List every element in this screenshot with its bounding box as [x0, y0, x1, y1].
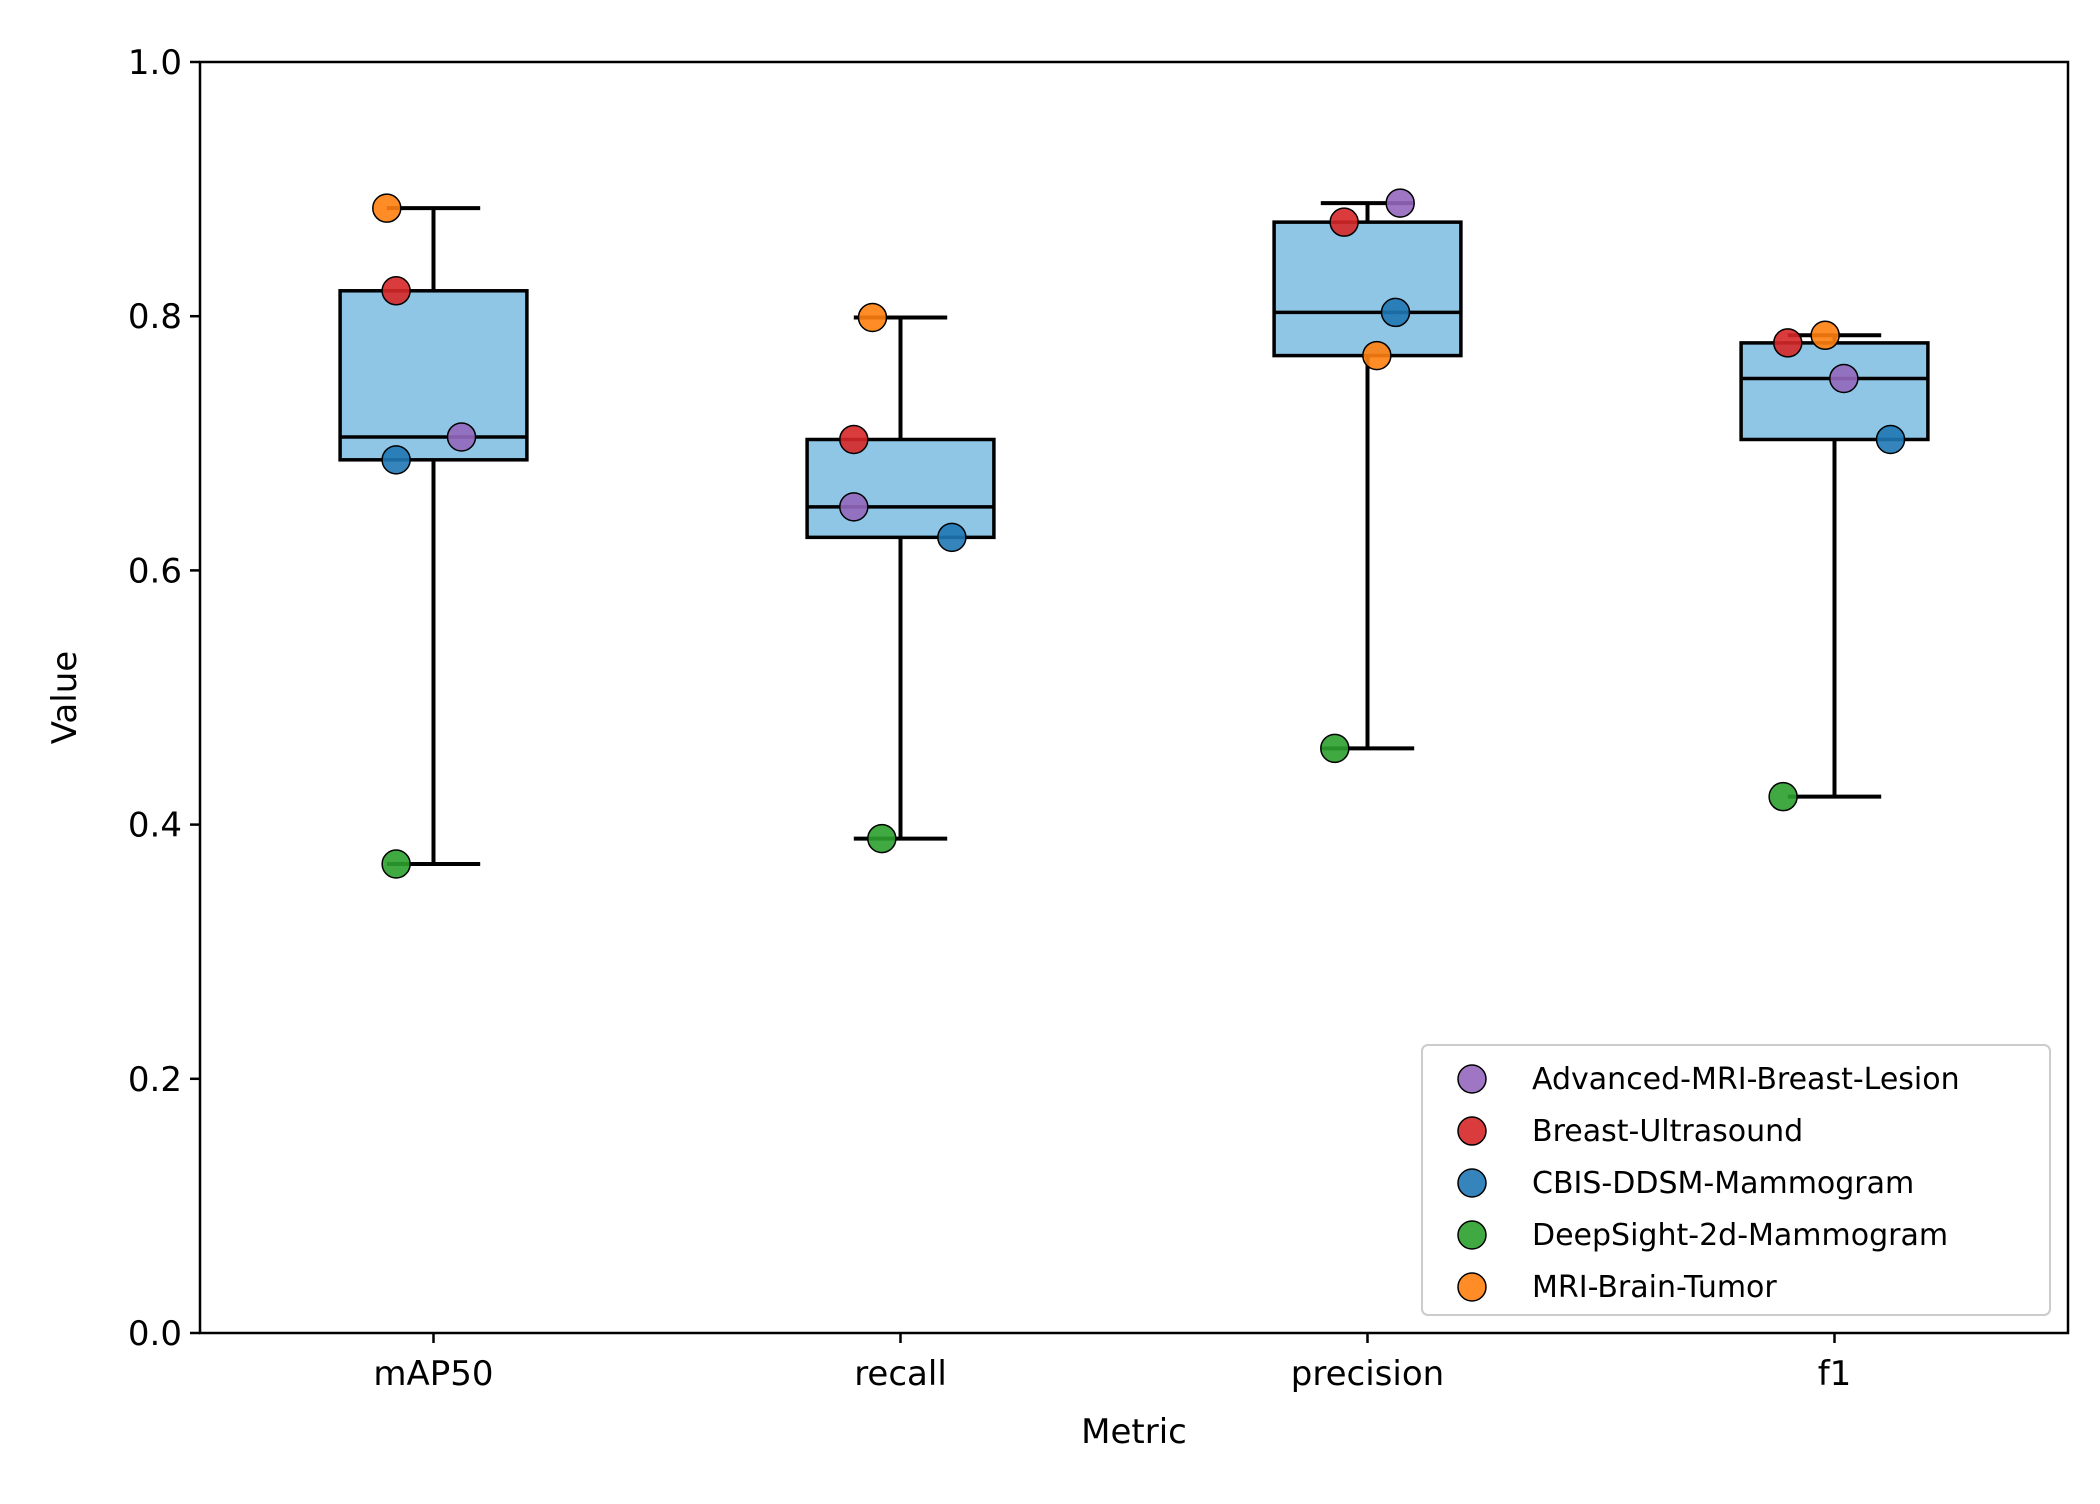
data-point — [1385, 188, 1415, 218]
x-tick-label: recall — [854, 1354, 947, 1394]
data-point — [839, 424, 869, 455]
data-point — [857, 302, 888, 333]
box-iqr — [805, 437, 996, 540]
legend-marker — [1457, 1272, 1487, 1302]
legend-item: DeepSight-2d-Mammogram — [1457, 1218, 1948, 1253]
y-tick-label: 0.4 — [128, 806, 182, 846]
data-point — [1329, 207, 1359, 237]
y-tick-label: 0.6 — [128, 551, 182, 591]
legend-label: Advanced-MRI-Breast-Lesion — [1532, 1062, 1960, 1097]
data-point — [381, 849, 411, 879]
y-tick-label: 1.0 — [128, 43, 182, 83]
series-DeepSight-2d-Mammogram — [381, 733, 1798, 879]
x-tick-label: mAP50 — [373, 1354, 493, 1394]
axes-layer: 0.0 0.2 0.4 0.6 0.8 1.0 mAP50 recall precision f1 — [128, 43, 1851, 1394]
box-precision — [1272, 201, 1463, 751]
y-tick-label: 0.8 — [128, 297, 182, 337]
box-iqr — [338, 289, 529, 462]
box-iqr — [1739, 341, 1930, 442]
box-recall — [805, 315, 996, 841]
x-tick-label: f1 — [1818, 1354, 1852, 1394]
box-mAP50 — [338, 206, 529, 867]
legend-label: CBIS-DDSM-Mammogram — [1532, 1166, 1914, 1201]
legend-marker — [1457, 1064, 1487, 1094]
x-axis-title: Metric — [1081, 1412, 1187, 1452]
legend-marker — [1457, 1220, 1487, 1250]
series-Breast-Ultrasound — [381, 207, 1803, 455]
legend: Advanced-MRI-Breast-LesionBreast-Ultraso… — [1421, 1044, 2051, 1316]
data-point — [1320, 733, 1350, 764]
legend-item: Advanced-MRI-Breast-Lesion — [1457, 1062, 1960, 1097]
data-point — [1768, 781, 1798, 812]
data-point — [381, 276, 411, 306]
data-point — [381, 445, 411, 475]
plot-area-frame — [198, 60, 2070, 1335]
legend-item: MRI-Brain-Tumor — [1457, 1270, 1777, 1305]
data-point — [1810, 320, 1840, 351]
data-point — [867, 823, 897, 854]
data-point — [1773, 328, 1803, 358]
data-point — [937, 522, 967, 553]
series-Advanced-MRI-Breast-Lesion — [446, 188, 1859, 522]
marks-layer — [338, 188, 1930, 879]
data-point — [839, 492, 869, 522]
legend-marker — [1457, 1168, 1487, 1198]
legend-box — [1421, 1044, 2051, 1316]
box-iqr — [1272, 220, 1463, 358]
data-point — [1829, 363, 1859, 394]
legend-label: DeepSight-2d-Mammogram — [1532, 1218, 1948, 1253]
data-point — [1380, 297, 1411, 328]
series-CBIS-DDSM-Mammogram — [381, 297, 1906, 553]
y-tick-label: 0.0 — [128, 1314, 182, 1354]
box-f1 — [1739, 333, 1930, 799]
data-point — [1875, 424, 1906, 455]
y-tick-label: 0.2 — [128, 1060, 182, 1100]
series-MRI-Brain-Tumor — [372, 193, 1840, 371]
legend-marker — [1457, 1116, 1487, 1146]
y-axis-title: Value — [45, 651, 85, 744]
x-tick-label: precision — [1291, 1354, 1444, 1394]
legend-item: CBIS-DDSM-Mammogram — [1457, 1166, 1914, 1201]
data-point — [372, 193, 402, 223]
legend-label: Breast-Ultrasound — [1532, 1114, 1803, 1149]
legend-item: Breast-Ultrasound — [1457, 1114, 1803, 1149]
data-point — [1362, 340, 1392, 371]
data-point — [446, 422, 477, 452]
legend-label: MRI-Brain-Tumor — [1532, 1270, 1777, 1305]
